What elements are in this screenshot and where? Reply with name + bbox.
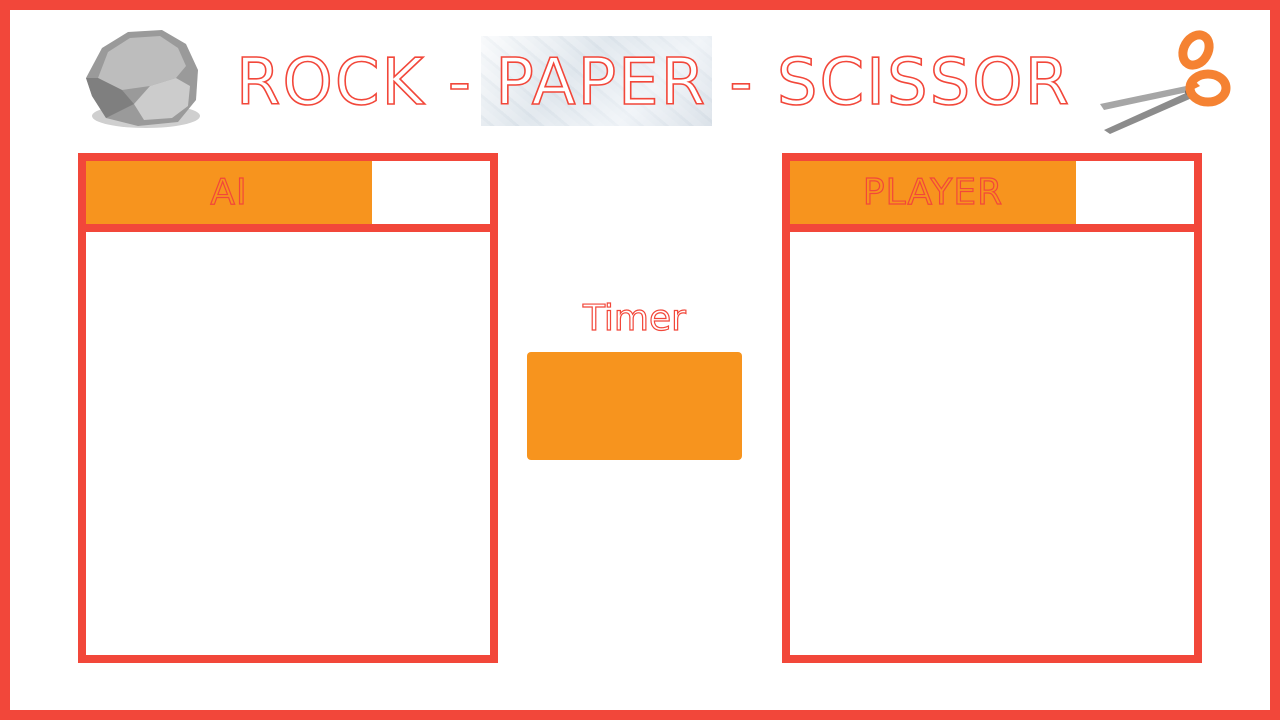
title-rock: ROCK: [235, 45, 426, 121]
title-separator: -: [425, 45, 496, 121]
player-header-divider: [782, 224, 1202, 232]
paper-texture: [481, 36, 712, 126]
scissors-icon: [1100, 30, 1231, 134]
ai-header: AI: [86, 161, 372, 224]
player-header: PLAYER: [790, 161, 1076, 224]
title-paper: PAPER: [494, 45, 708, 121]
title-separator: -: [707, 45, 777, 121]
ai-choice-area: [86, 232, 490, 655]
player-choice-area[interactable]: [790, 232, 1194, 655]
timer-display: [527, 352, 742, 460]
timer-label: Timer: [582, 297, 686, 339]
rock-icon: [86, 30, 200, 128]
ai-header-divider: [78, 224, 498, 232]
player-panel: PLAYER: [782, 153, 1202, 663]
ai-panel: AI: [78, 153, 498, 663]
title-scissor: SCISSOR: [776, 45, 1072, 121]
game-title: ROCK - PAPER - SCISSOR: [235, 38, 1070, 128]
ai-label: AI: [210, 171, 248, 213]
player-label: PLAYER: [862, 171, 1004, 213]
